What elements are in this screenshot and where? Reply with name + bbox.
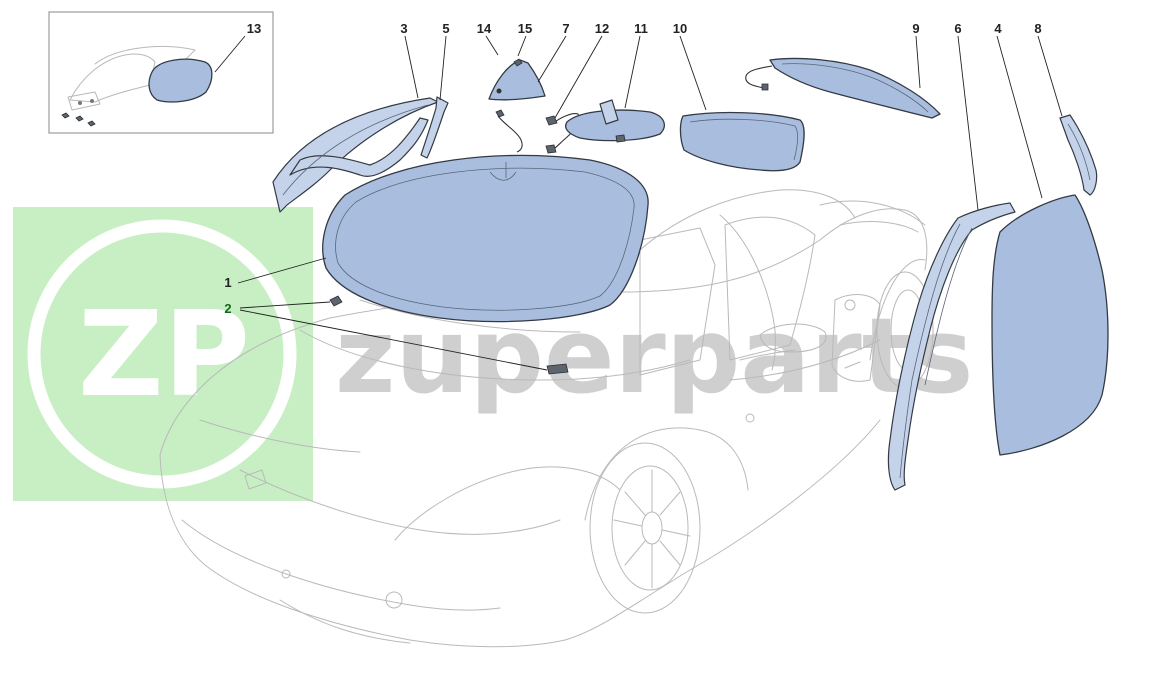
sensor-clip-lower <box>546 363 569 375</box>
callout-1: 1 <box>224 275 231 290</box>
sensor-clip-upper <box>329 295 343 307</box>
screw-part-14 <box>496 88 502 94</box>
rain-sensor-clips-part-2 <box>329 295 569 375</box>
sensor-harness-part-12 <box>495 109 580 154</box>
mirror-housing-outline <box>69 53 156 103</box>
rear-window-part-10 <box>679 111 805 172</box>
mirror-fastener <box>75 115 84 122</box>
callout-labels: 13 3 5 14 15 7 12 11 10 9 6 4 8 1 2 <box>224 21 1041 316</box>
callout-4: 4 <box>994 21 1002 36</box>
rear-trim-part-8 <box>1059 114 1098 196</box>
watermark-logo-text: ZP <box>78 285 250 423</box>
door-glass-part-4 <box>991 194 1109 456</box>
inset-mirror-detail <box>48 11 274 134</box>
callout-8: 8 <box>1034 21 1041 36</box>
door-seal-part-6 <box>887 202 1016 491</box>
mirror-glass-part-13 <box>148 58 213 103</box>
callout-15: 15 <box>518 21 532 36</box>
callout-13: 13 <box>247 21 261 36</box>
callout-5: 5 <box>442 21 449 36</box>
pillar-seal-part-5 <box>420 96 449 159</box>
callout-7: 7 <box>562 21 569 36</box>
callout-6: 6 <box>954 21 961 36</box>
car-body-outline <box>159 189 934 648</box>
leader-lines <box>214 35 1063 371</box>
windscreen-part-1 <box>322 154 649 323</box>
watermark-logo-ring <box>27 219 297 489</box>
callout-2: 2 <box>224 301 231 316</box>
mirror-fastener <box>61 112 70 119</box>
callout-3: 3 <box>400 21 407 36</box>
callout-10: 10 <box>673 21 687 36</box>
quarter-glass-part-7 <box>488 58 546 101</box>
mirror-fastener <box>87 120 96 127</box>
front-pillar-trim-part-3 <box>272 97 439 213</box>
watermark-logo-background <box>13 207 313 501</box>
callout-11: 11 <box>634 21 648 36</box>
engine-cover-glass-part-9 <box>745 57 941 119</box>
mirror-mount-bolt <box>78 101 82 105</box>
clip-part-15 <box>513 58 523 67</box>
callout-14: 14 <box>477 21 492 36</box>
callout-9: 9 <box>912 21 919 36</box>
watermark: ZP zuperparts <box>13 207 973 501</box>
callout-12: 12 <box>595 21 609 36</box>
rearview-mirror-part-11 <box>565 99 665 143</box>
mirror-mount-bolt <box>90 99 94 103</box>
